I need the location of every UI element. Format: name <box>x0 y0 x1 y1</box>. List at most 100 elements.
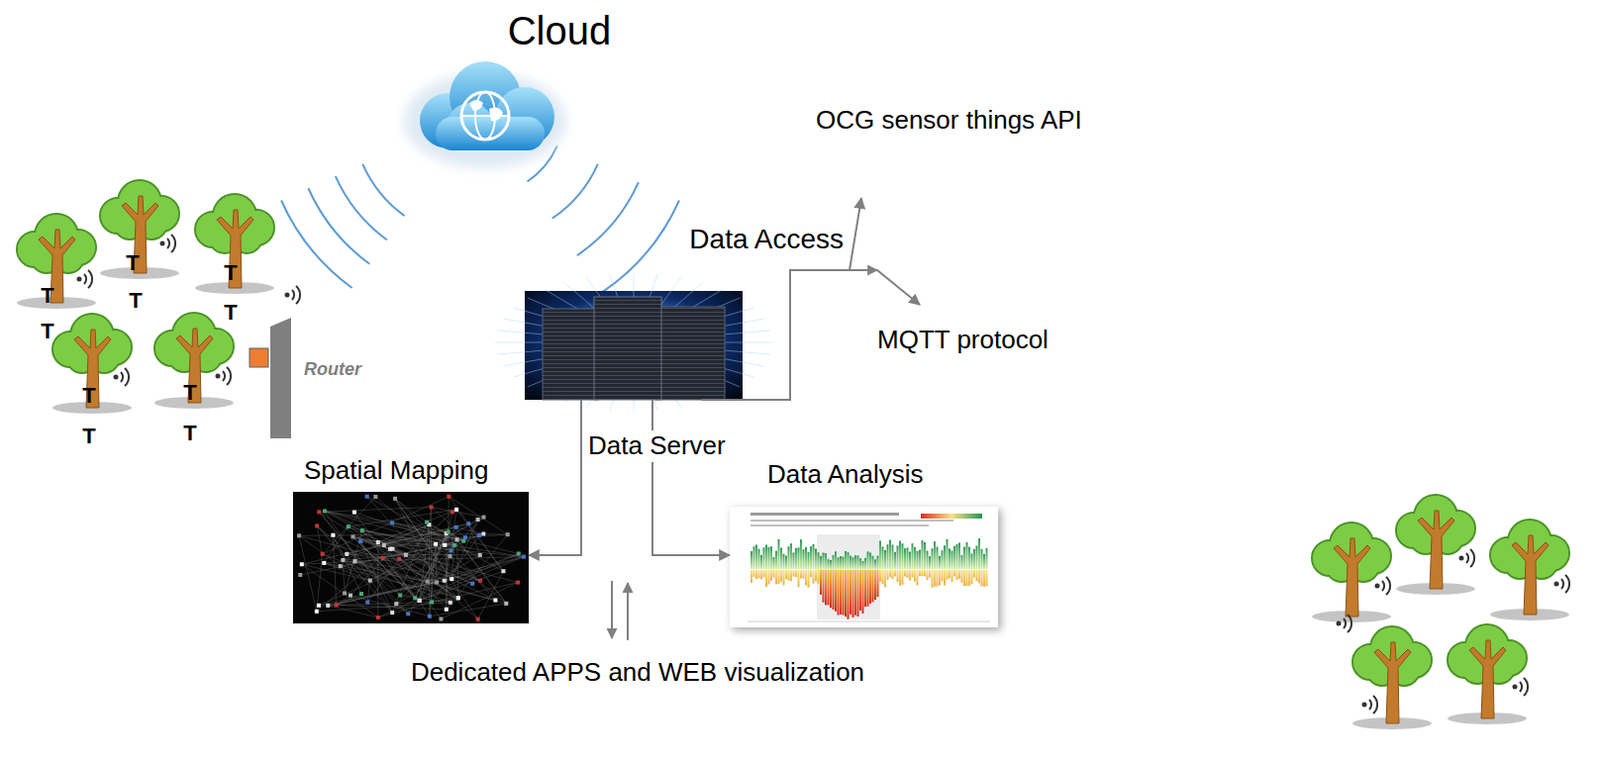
chart-bar <box>897 545 900 570</box>
network-link <box>299 535 384 559</box>
chart-bar <box>916 551 919 570</box>
chart-bar <box>928 570 931 579</box>
network-link <box>350 596 430 617</box>
network-link <box>323 563 427 583</box>
chart-bar <box>946 570 949 581</box>
tree <box>1333 538 1371 617</box>
network-node <box>438 616 443 621</box>
wireless-symbol <box>1523 678 1528 697</box>
chart-bar <box>978 570 981 584</box>
chart-bar <box>946 539 949 570</box>
chart-bar <box>807 570 810 589</box>
chart-bar <box>760 570 763 580</box>
tree <box>1311 522 1392 623</box>
network-link <box>322 497 377 555</box>
chart-bar <box>879 570 882 583</box>
sensor-tag: T <box>82 383 96 409</box>
chart-bar <box>804 570 807 586</box>
server-image <box>524 291 743 400</box>
network-node <box>394 601 399 606</box>
wireless-symbol <box>1375 584 1381 590</box>
analysis-chart <box>750 524 929 527</box>
network-node <box>456 596 461 600</box>
chart-bar <box>968 547 971 570</box>
network-node <box>405 611 410 616</box>
chart-bar <box>802 549 805 570</box>
network-node <box>425 580 430 585</box>
chart-bar <box>793 570 796 578</box>
chart-bar <box>802 570 805 580</box>
wireless-symbol <box>160 241 166 247</box>
chart-bar <box>986 548 989 570</box>
network-link <box>299 535 317 611</box>
network-map <box>293 492 529 624</box>
chart-bar <box>809 570 812 578</box>
tree-sensors <box>16 180 1570 730</box>
chart-bar <box>973 549 976 570</box>
wireless-symbol <box>1519 682 1522 693</box>
chart-bar <box>758 549 761 570</box>
server-image <box>495 273 773 412</box>
network-link <box>444 556 451 582</box>
chart-bar <box>882 570 885 585</box>
chart-bar <box>822 570 825 603</box>
wireless-symbol <box>120 372 123 383</box>
network-map <box>293 492 529 624</box>
chart-bar <box>966 570 969 587</box>
chart-bar <box>819 556 822 570</box>
wireless-symbol <box>1362 696 1379 714</box>
sensor-tag: T <box>125 250 139 277</box>
router <box>270 317 292 439</box>
chart-bar <box>869 552 872 570</box>
network-link <box>457 539 507 604</box>
chart-bar <box>872 556 875 570</box>
wireless-symbol <box>1554 582 1560 588</box>
network-node <box>314 523 319 528</box>
analysis-chart <box>750 519 954 522</box>
tree <box>1396 495 1476 596</box>
analysis-chart <box>729 506 999 628</box>
mapping-node: Spatial Mapping <box>293 492 529 624</box>
chart-bar <box>908 570 911 582</box>
network-link <box>316 549 391 612</box>
network-link <box>316 525 371 581</box>
wireless-symbol <box>222 371 225 382</box>
tree <box>1374 642 1411 724</box>
api-node: OCG sensor things API <box>815 104 1083 199</box>
chart-bar <box>793 552 796 570</box>
network-node <box>300 562 304 567</box>
chart-bar <box>966 542 969 570</box>
chart-bar <box>795 548 798 570</box>
network-node <box>449 548 454 553</box>
chart-bar <box>849 570 852 615</box>
chart-bar <box>956 570 959 581</box>
chart-bar <box>864 558 867 570</box>
wireless-symbol <box>296 286 300 304</box>
server-image <box>594 297 662 400</box>
network-link <box>392 549 446 610</box>
network-node <box>398 594 402 599</box>
chart-bar <box>976 545 979 570</box>
wireless-symbol <box>226 367 231 386</box>
wireless-symbol <box>1347 614 1352 633</box>
chart-bar <box>968 570 971 587</box>
network-node <box>316 603 321 608</box>
chart-bar <box>849 556 852 570</box>
analysis-chart <box>750 512 900 516</box>
network-node <box>450 509 455 514</box>
chart-bar <box>958 570 961 580</box>
chart-bar <box>790 543 793 570</box>
tree <box>52 313 132 414</box>
chart-bar <box>844 570 847 617</box>
network-node <box>330 533 335 538</box>
network-link <box>327 601 432 605</box>
chart-bar <box>936 570 939 588</box>
connector <box>652 400 730 556</box>
wireless-symbol <box>1343 618 1346 629</box>
chart-bar <box>785 570 788 580</box>
chart-bar <box>913 570 916 583</box>
chart-bar <box>770 546 773 570</box>
network-node <box>493 598 498 602</box>
network-link <box>346 523 469 555</box>
network-link <box>431 535 480 603</box>
